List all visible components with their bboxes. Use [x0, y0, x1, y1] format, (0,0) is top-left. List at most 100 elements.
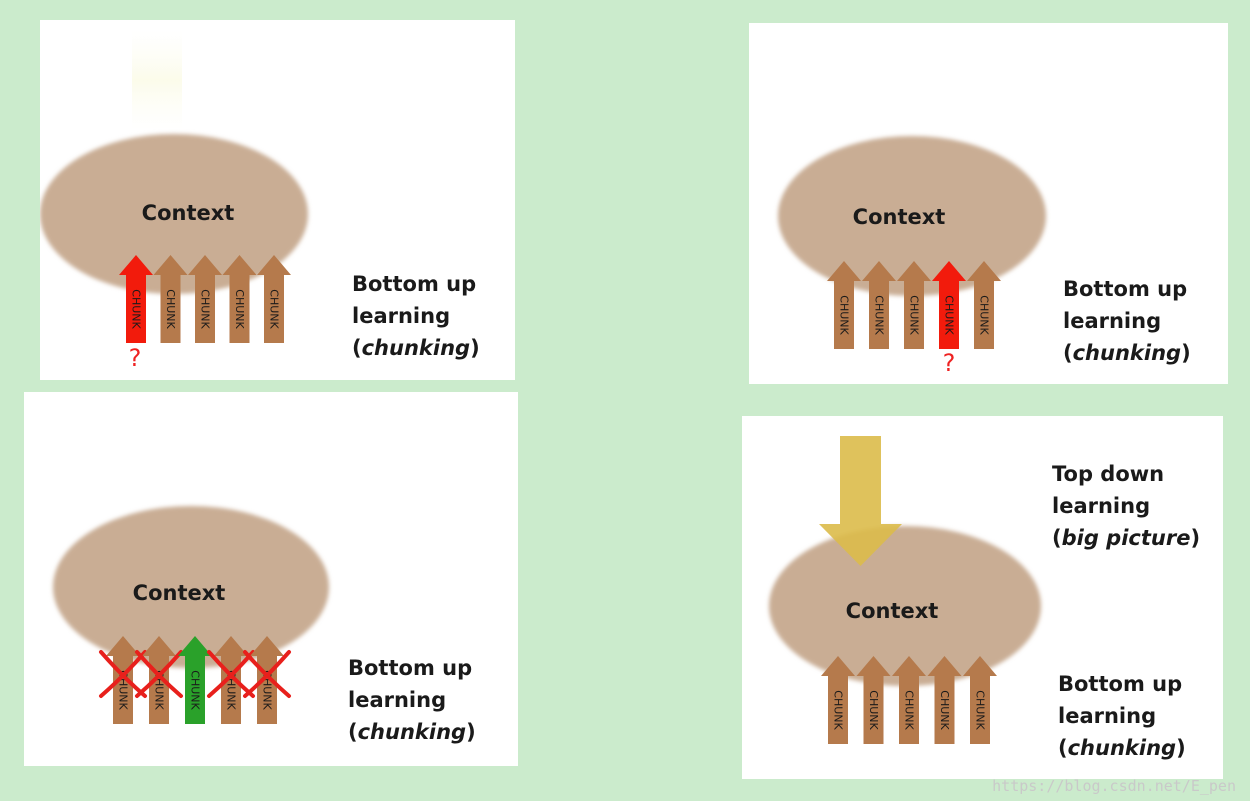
- cross-out-mark: [135, 650, 183, 698]
- chunk-arrow-3: CHUNK: [178, 636, 212, 724]
- chunk-label: CHUNK: [974, 690, 987, 730]
- chunk-arrow-shape: [967, 261, 1001, 349]
- chunk-arrow-shape: [856, 656, 891, 744]
- chunk-label: CHUNK: [838, 295, 851, 335]
- question-mark: ?: [943, 349, 956, 377]
- caption-line-3: (chunking): [1063, 341, 1191, 365]
- caption-bottom-up: Bottom up learning (chunking): [1063, 273, 1191, 369]
- panel-bottom-right: Context CHUNK CHUNK CHUNK CHUNK CHUNK Top do…: [742, 416, 1223, 779]
- chunk-arrow-1: CHUNK: [821, 656, 855, 744]
- caption-bottom-up: Bottom up learning (chunking): [348, 652, 476, 748]
- chunk-label: CHUNK: [164, 289, 177, 329]
- chunk-arrows: CHUNK CHUNK CHUNK CHUNK CHUNK: [821, 656, 997, 744]
- caption-line-1: Bottom up: [352, 272, 477, 296]
- diagram-top-left: Context CHUNK CHUNK CHUNK CHUNK CHUNK ?: [40, 30, 308, 372]
- chunk-arrow-3: CHUNK: [188, 255, 222, 343]
- chunk-label: CHUNK: [832, 690, 845, 730]
- caption-line-1: Top down: [1052, 462, 1165, 486]
- chunk-label: CHUNK: [943, 295, 956, 335]
- chunk-arrow-shape: [119, 255, 153, 343]
- chunk-label: CHUNK: [189, 670, 202, 710]
- chunk-arrow-shape: [142, 636, 176, 724]
- context-label: Context: [846, 599, 939, 623]
- watermark: https://blog.csdn.net/E_pen: [992, 777, 1236, 795]
- chunk-arrow-shape: [178, 636, 212, 724]
- chunk-arrows: CHUNK CHUNK CHUNK CHUNK CHUNK: [119, 255, 291, 343]
- chunk-arrow-shape: [222, 255, 257, 343]
- chunk-arrow-5: CHUNK: [257, 255, 291, 343]
- caption-line-3: (chunking): [1058, 736, 1186, 760]
- chunk-arrow-shape: [821, 656, 855, 744]
- caption-line-1: Bottom up: [1063, 277, 1188, 301]
- chunk-arrow-shape: [927, 656, 962, 744]
- chunk-label: CHUNK: [199, 289, 212, 329]
- chunk-arrow-5: CHUNK: [243, 636, 291, 724]
- chunk-arrow-2: CHUNK: [862, 261, 896, 349]
- chunk-arrow-shape: [257, 255, 291, 343]
- chunk-arrow-4: CHUNK: [222, 255, 257, 343]
- chunk-arrow-2: CHUNK: [153, 255, 188, 343]
- chunk-label: CHUNK: [908, 295, 921, 335]
- chunk-arrow-1: CHUNK: [119, 255, 153, 343]
- chunk-label: CHUNK: [903, 690, 916, 730]
- caption-line-2: learning: [1058, 704, 1157, 728]
- caption-line-3: (chunking): [348, 720, 476, 744]
- context-label: Context: [853, 205, 946, 229]
- chunk-arrow-shape: [250, 636, 284, 724]
- diagram-bottom-right: Context CHUNK CHUNK CHUNK CHUNK CHUNK: [769, 436, 1041, 744]
- context-ellipse: [53, 506, 329, 668]
- chunk-label: CHUNK: [233, 289, 246, 329]
- caption-line-1: Bottom up: [1058, 672, 1183, 696]
- caption-line-2: learning: [348, 688, 447, 712]
- caption-line-2: learning: [1063, 309, 1162, 333]
- chunk-arrow-shape: [963, 656, 997, 744]
- caption-line-2: learning: [1052, 494, 1151, 518]
- chunk-arrow-5: CHUNK: [967, 261, 1001, 349]
- caption-top-down: Top down learning (big picture): [1052, 458, 1200, 554]
- caption-bottom-up: Bottom up learning (chunking): [352, 268, 480, 364]
- chunk-label: CHUNK: [978, 295, 991, 335]
- chunk-arrow-shape: [153, 255, 188, 343]
- context-ellipse: [40, 134, 308, 294]
- chunk-label: CHUNK: [130, 289, 143, 329]
- context-label: Context: [133, 581, 226, 605]
- chunk-arrow-3: CHUNK: [892, 656, 926, 744]
- chunk-label: CHUNK: [873, 295, 886, 335]
- chunk-arrow-shape: [892, 656, 926, 744]
- chunk-arrow-1: CHUNK: [827, 261, 861, 349]
- top-down-arrow: [819, 436, 902, 566]
- chunk-label: CHUNK: [268, 289, 281, 329]
- chunk-arrow-4: CHUNK: [932, 261, 966, 349]
- chunk-arrow-4: CHUNK: [927, 656, 962, 744]
- chunk-arrow-shape: [188, 255, 222, 343]
- chunk-label: CHUNK: [938, 690, 951, 730]
- caption-bottom-up: Bottom up learning (chunking): [1058, 668, 1186, 764]
- chunk-arrow-shape: [932, 261, 966, 349]
- chunk-arrow-shape: [214, 636, 248, 724]
- chunk-arrow-3: CHUNK: [897, 261, 931, 349]
- chunk-arrows: CHUNK CHUNK CHUNK CHUNK CHUNK: [827, 261, 1001, 349]
- diagram-top-right: Context CHUNK CHUNK CHUNK CHUNK CHUNK ?: [778, 136, 1046, 377]
- context-ellipse: [769, 526, 1041, 686]
- context-label: Context: [142, 201, 235, 225]
- chunk-arrow-shape: [106, 636, 140, 724]
- caption-line-1: Bottom up: [348, 656, 473, 680]
- chunk-label: CHUNK: [867, 690, 880, 730]
- caption-line-3: (big picture): [1052, 526, 1201, 550]
- chunk-arrow-shape: [897, 261, 931, 349]
- question-mark: ?: [129, 344, 142, 372]
- chunk-arrow-2: CHUNK: [856, 656, 891, 744]
- cross-out-mark: [243, 650, 291, 698]
- panel-top-left: Context CHUNK CHUNK CHUNK CHUNK CHUNK ? Bott…: [40, 20, 515, 380]
- chunk-arrow-shape: [827, 261, 861, 349]
- caption-line-2: learning: [352, 304, 451, 328]
- context-ellipse: [778, 136, 1046, 296]
- caption-line-3: (chunking): [352, 336, 480, 360]
- chunk-arrow-5: CHUNK: [963, 656, 997, 744]
- chunk-arrow-2: CHUNK: [135, 636, 183, 724]
- faint-glow: [132, 30, 182, 130]
- panel-top-right: Context CHUNK CHUNK CHUNK CHUNK CHUNK ? Bott…: [749, 23, 1228, 384]
